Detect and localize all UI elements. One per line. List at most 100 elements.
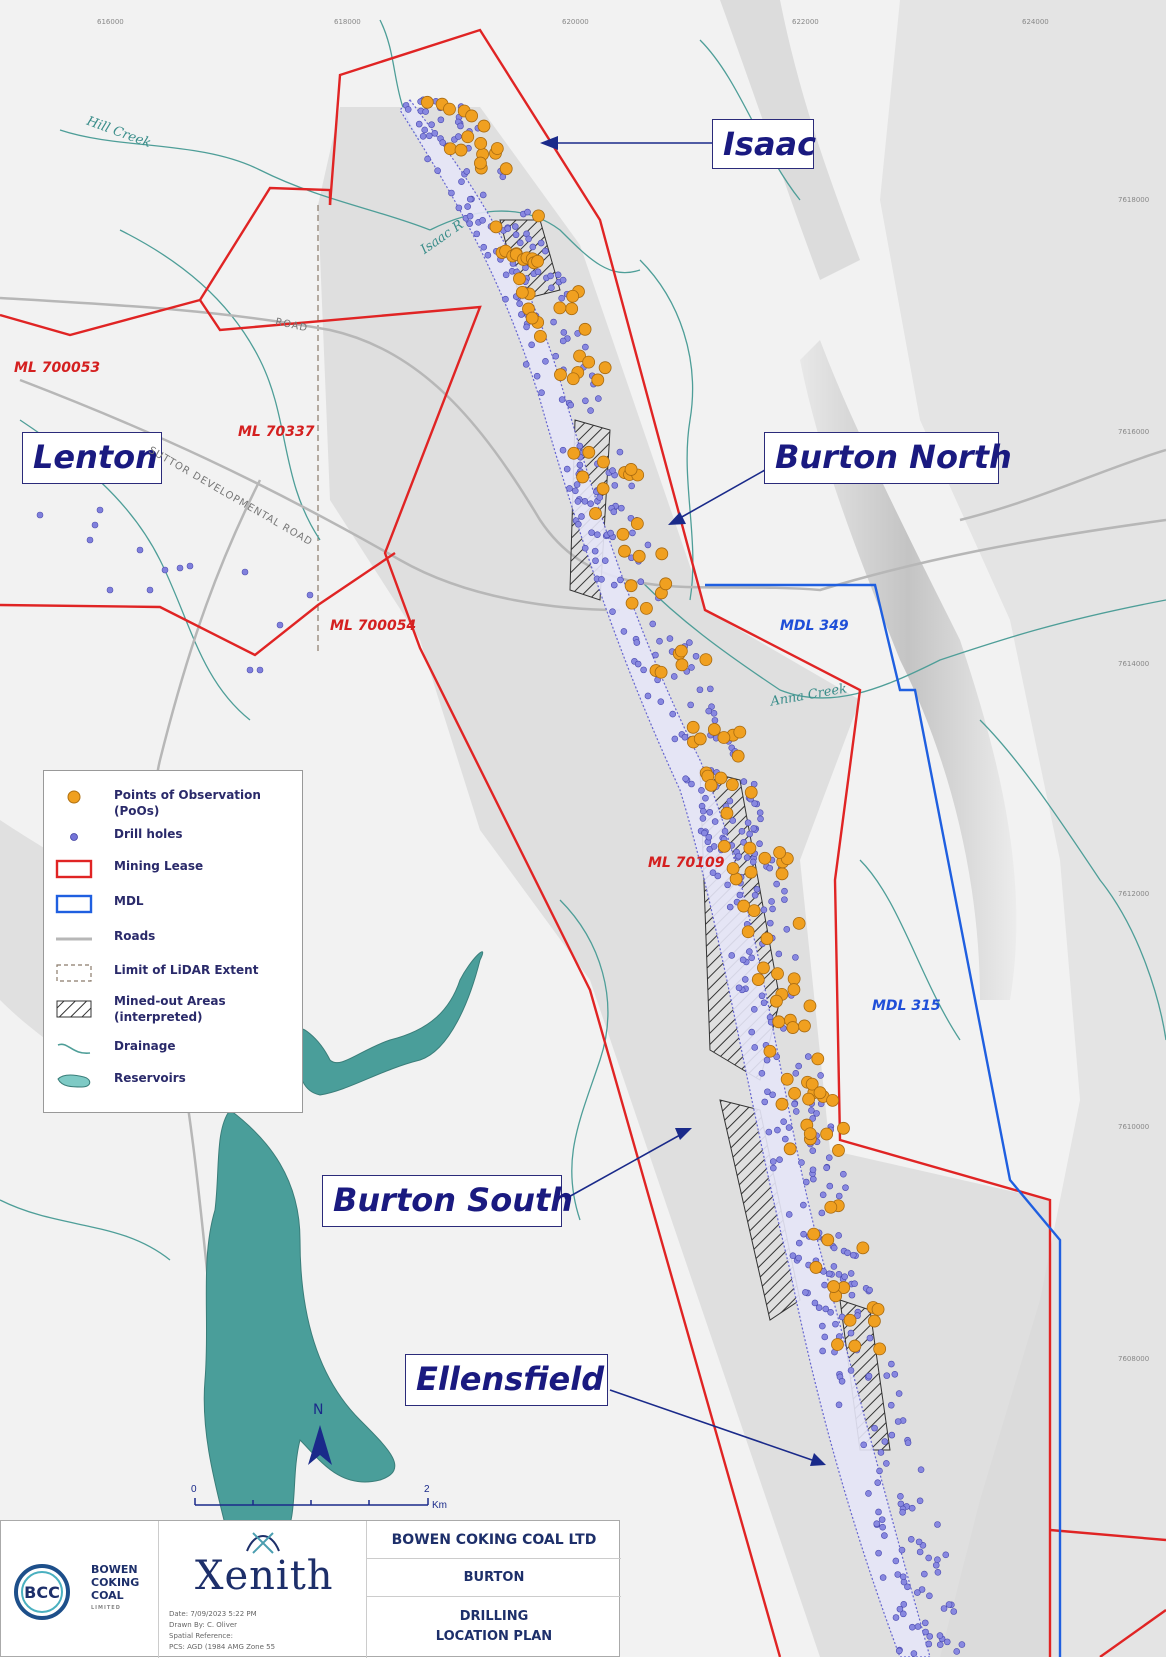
drill-hole	[516, 300, 523, 307]
drill-hole	[633, 639, 641, 646]
drill-hole	[511, 223, 519, 230]
point-of-observation	[803, 999, 817, 1013]
drill-hole	[769, 905, 776, 913]
point-of-observation	[821, 1233, 835, 1247]
drill-hole	[761, 1098, 769, 1106]
drill-hole	[616, 448, 624, 456]
drill-hole	[895, 1647, 903, 1655]
drill-hole	[548, 284, 555, 292]
drill-hole	[780, 1118, 787, 1125]
drill-hole	[907, 1535, 915, 1543]
drill-hole	[542, 358, 549, 365]
drill-hole	[594, 531, 601, 538]
point-of-observation	[787, 983, 801, 996]
drill-hole	[473, 230, 481, 238]
drill-hole	[934, 1556, 941, 1564]
drill-hole	[932, 1561, 940, 1569]
drill-hole	[522, 361, 530, 368]
drill-hole	[865, 1490, 872, 1497]
drill-hole	[721, 827, 729, 835]
drill-hole	[835, 1192, 843, 1200]
meta-projection: PCS: AGD (1984 AMG Zone 55	[169, 1643, 276, 1651]
drill-hole	[466, 195, 474, 203]
drill-hole	[878, 1516, 886, 1523]
drill-hole	[666, 635, 674, 642]
point-of-observation	[751, 973, 765, 986]
point-of-observation	[576, 470, 589, 484]
drill-hole	[559, 446, 567, 454]
point-of-observation	[760, 932, 774, 945]
drill-hole-belt	[399, 99, 931, 1657]
point-of-observation	[744, 785, 758, 799]
point-of-observation	[675, 658, 689, 672]
grid-label-top-3: 620000	[562, 18, 589, 26]
drill-hole	[802, 1289, 809, 1296]
point-of-observation	[717, 839, 731, 853]
point-of-observation	[798, 1019, 811, 1033]
drill-hole	[578, 513, 585, 520]
meta-date: Date: 7/09/2023 5:22 PM	[169, 1610, 257, 1618]
drill-hole	[830, 1263, 838, 1270]
scale-unit: Km	[432, 1500, 447, 1511]
drill-hole	[792, 1108, 800, 1115]
drill-hole	[818, 1209, 826, 1217]
point-of-observation	[573, 349, 586, 363]
drill-hole	[457, 122, 464, 130]
drill-hole	[422, 108, 429, 115]
drill-hole	[898, 1546, 906, 1554]
drill-hole	[879, 1523, 886, 1531]
drill-hole	[899, 1508, 906, 1516]
point-of-observation	[805, 1077, 819, 1091]
drill-hole	[573, 481, 581, 488]
hillshade-ridge-main	[800, 340, 1017, 1000]
point-of-observation	[655, 547, 669, 561]
drill-hole	[795, 1239, 803, 1247]
point-of-observation	[714, 771, 728, 785]
legend-drill-label: Drill holes	[114, 827, 183, 841]
drill-hole	[728, 952, 736, 959]
drill-hole	[581, 544, 589, 552]
label-ml70109: ML 70109	[648, 855, 725, 871]
callout-ellensfield: Ellensfield	[405, 1354, 608, 1406]
drill-hole	[504, 225, 512, 232]
drill-hole	[894, 1418, 902, 1425]
drill-hole	[776, 1156, 783, 1163]
drill-hole	[826, 1270, 833, 1278]
drill-hole	[537, 239, 545, 247]
drill-hole	[419, 133, 427, 140]
drill-hole	[649, 620, 657, 628]
drill-hole	[844, 1249, 851, 1257]
drill-hole	[917, 1466, 925, 1474]
drill-hole	[792, 954, 799, 961]
drill-hole	[781, 896, 788, 903]
point-of-observation	[553, 301, 567, 315]
drill-hole	[559, 276, 567, 284]
drill-hole	[766, 919, 774, 927]
point-of-observation	[824, 1200, 838, 1214]
drill-hole	[782, 1135, 789, 1143]
point-of-observation	[733, 725, 747, 739]
legend-lidar-label: Limit of LiDAR Extent	[114, 963, 259, 977]
drill-hole	[587, 407, 594, 414]
drill-hole	[921, 1619, 929, 1627]
drill-hole	[875, 1549, 882, 1557]
drill-hole	[953, 1648, 961, 1655]
callout-arrows	[540, 136, 826, 1466]
drill-hole	[404, 106, 412, 113]
point-of-observation	[477, 119, 491, 133]
drill-hole	[748, 1028, 756, 1036]
point-of-observation	[758, 851, 772, 865]
drill-hole	[942, 1551, 950, 1559]
point-of-observation	[827, 1280, 841, 1293]
point-of-observation	[567, 446, 581, 460]
point-of-observation	[515, 286, 529, 299]
point-of-observation	[513, 272, 526, 286]
drill-hole	[756, 840, 763, 848]
point-of-observation	[757, 961, 770, 975]
drill-hole	[874, 1479, 882, 1486]
drill-hole	[914, 1589, 921, 1596]
drill-hole	[892, 1557, 900, 1565]
drill-hole	[466, 220, 473, 227]
drill-hole	[819, 1347, 826, 1355]
drill-hole	[945, 1601, 953, 1608]
